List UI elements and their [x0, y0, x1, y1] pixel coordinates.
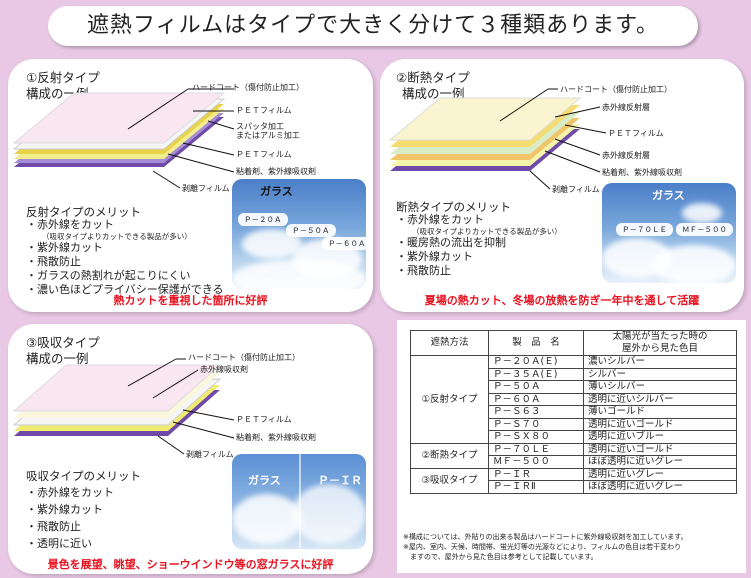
film-tag: Ｐ－７０ＬＥ — [616, 223, 673, 236]
header-method: 遮熱方法 — [410, 330, 489, 356]
layer-label: 赤外線反射層 — [602, 103, 650, 112]
layer-hardcoat — [12, 92, 226, 144]
merit-item: ・濃い色ほどプライバシー保護ができる — [26, 283, 224, 296]
merit-title: 吸収タイプのメリット — [26, 469, 141, 483]
layer-label: 粘着剤、紫外線吸収剤 — [236, 167, 316, 176]
photo-note: ※光の反射率を上げると鏡のように見えるため、ご使用条件に合ったものを選んでくださ… — [236, 277, 347, 281]
table-header-row: 遮熱方法 製 品 名 太陽光が当たった時の屋外から見た色目 — [410, 330, 737, 356]
layer-label: 剥離フィルム — [186, 450, 234, 459]
layer-diagram — [12, 358, 235, 455]
merit-item: ・暖房熱の流出を抑制 — [396, 236, 506, 249]
layer-diagram — [388, 88, 607, 190]
photo-title: ガラス — [248, 474, 281, 487]
panel-title: ③吸収タイプ — [26, 335, 100, 350]
layer-label: 剥離フィルム — [552, 185, 600, 194]
merit-title: 断熱タイプのメリット — [396, 200, 511, 214]
film-tag: Ｐ－５０Ａ — [286, 224, 336, 237]
layer-label: ハードコート（傷付防止加工） — [560, 85, 672, 94]
layer-label: 粘着剤、紫外線吸収剤 — [602, 168, 682, 177]
merit-item: ・飛散防止 — [396, 264, 451, 277]
film-tag: Ｐ－２０Ａ — [238, 213, 288, 226]
footnote: ※屋内、室内、天候、時間帯、蛍光灯等の光源などにより、フィルムの色目は若干変わり — [403, 543, 682, 551]
merit-note: （吸収タイプよりカットできる製品が多い） — [412, 227, 562, 236]
layer-label: またはアルミ加工 — [236, 131, 300, 140]
panel-insulation: ②断熱タイプ 構成の一例 ハードコート（傷付防止加工） 赤外線反射層 ＰＥＴフィ… — [380, 59, 744, 312]
layer-label: スパッタ加工 — [236, 122, 284, 131]
merit-list: ・赤外線をカット （吸収タイプよりカットできる製品が多い） ・暖房熱の流出を抑制… — [396, 213, 562, 278]
layer-label: ＰＥＴフィルム — [236, 106, 292, 115]
photo-title: ガラス — [652, 189, 685, 202]
panel-subtitle: 構成の一例 — [402, 86, 465, 101]
layer-label: 粘着剤、紫外線吸収剤 — [236, 433, 316, 442]
merit-item: ・赤外線をカット — [26, 218, 114, 231]
panel-title: ①反射タイプ — [26, 70, 100, 85]
footnote: ※構成については、外貼りの出来る製品はハードコートに紫外線吸収剤を加工しています… — [403, 533, 688, 541]
layer-hardcoat — [388, 97, 582, 141]
panel-caption: 熱カットを重視した箇所に好評 — [113, 294, 268, 307]
merit-item: ・紫外線カット — [396, 250, 473, 263]
layer-label: ＰＥＴフィルム — [236, 150, 292, 159]
merit-item: ・飛散防止 — [26, 255, 81, 268]
film-tag: ＭＦ－５００ — [676, 223, 733, 236]
category-cell: ③吸収タイプ — [410, 467, 489, 494]
panel-absorption: ③吸収タイプ 構成の一例 ハードコート（傷付防止加工） 赤外線吸収剤 ＰＥＴフィ… — [8, 324, 373, 574]
merit-title: 反射タイプのメリット — [26, 205, 141, 219]
panel-caption: 景色を展望、眺望、ショーウインドウ等の窓ガラスに好評 — [47, 558, 334, 571]
glass-photo: ガラス Ｐ－２０Ａ Ｐ－５０Ａ Ｐ－６０Ａ ※光の反射率を上げると鏡のように見え… — [232, 179, 366, 289]
category-cell: ②断熱タイプ — [410, 442, 489, 469]
footnote: ますので、屋外から見た色目は参考として記載しています。 — [403, 553, 598, 561]
layer-label: 剥離フィルム — [182, 184, 230, 193]
merit-item: ・赤外線をカット — [396, 213, 484, 226]
merit-list: ・赤外線をカット （吸収タイプよりカットできる製品が多い） ・紫外線カット ・飛… — [26, 218, 224, 297]
photo-title: ガラス — [260, 185, 293, 198]
merit-item: ・透明に近い — [26, 537, 92, 550]
photo-divider — [299, 454, 301, 549]
photo-title-film: Ｐ－ＩＲ — [318, 474, 362, 487]
header-color: 太陽光が当たった時の屋外から見た色目 — [583, 330, 737, 356]
glass-photo: ガラス Ｐ－ＩＲ — [232, 454, 366, 549]
layer-label: ハードコート（傷付防止加工） — [188, 353, 300, 362]
panel-subtitle: 構成の一例 — [26, 351, 89, 366]
merit-item: ・紫外線カット — [26, 241, 103, 254]
layer-label: 赤外線吸収剤 — [200, 365, 248, 374]
merit-item: ・ガラスの熱割れが起こりにくい — [26, 269, 191, 282]
merit-note: （吸収タイプよりカットできる製品が多い） — [42, 232, 192, 241]
merit-item: ・飛散防止 — [26, 520, 81, 533]
page-title: 遮熱フィルムはタイプで大きく分けて３種類あります。 — [48, 6, 698, 46]
merit-list: ・赤外線をカット ・紫外線カット ・飛散防止 ・透明に近い — [26, 484, 114, 552]
panel-caption: 夏場の熱カット、冬場の放熱を防ぎ一年中を通して活躍 — [424, 294, 700, 307]
layer-label: ハードコート（傷付防止加工） — [192, 83, 304, 92]
film-tag: Ｐ－６０Ａ — [322, 237, 366, 250]
layer-label: 赤外線反射層 — [602, 151, 650, 160]
glass-photo: ガラス Ｐ－７０ＬＥ ＭＦ－５００ — [602, 183, 736, 283]
layer-label: ＰＥＴフィルム — [608, 129, 664, 138]
layer-hardcoat — [12, 364, 222, 412]
merit-item: ・紫外線カット — [26, 503, 103, 516]
layer-label: ＰＥＴフィルム — [236, 415, 292, 424]
panel-title: ②断熱タイプ — [396, 70, 470, 85]
layer-diagram — [12, 88, 235, 189]
panel-reflective: ①反射タイプ 構成の一例 ハードコート（傷付防止加工） ＰＥＴフィルム スパッタ… — [8, 59, 373, 312]
merit-item: ・赤外線をカット — [26, 486, 114, 499]
header-product: 製 品 名 — [488, 330, 584, 356]
category-cell: ①反射タイプ — [410, 355, 489, 444]
